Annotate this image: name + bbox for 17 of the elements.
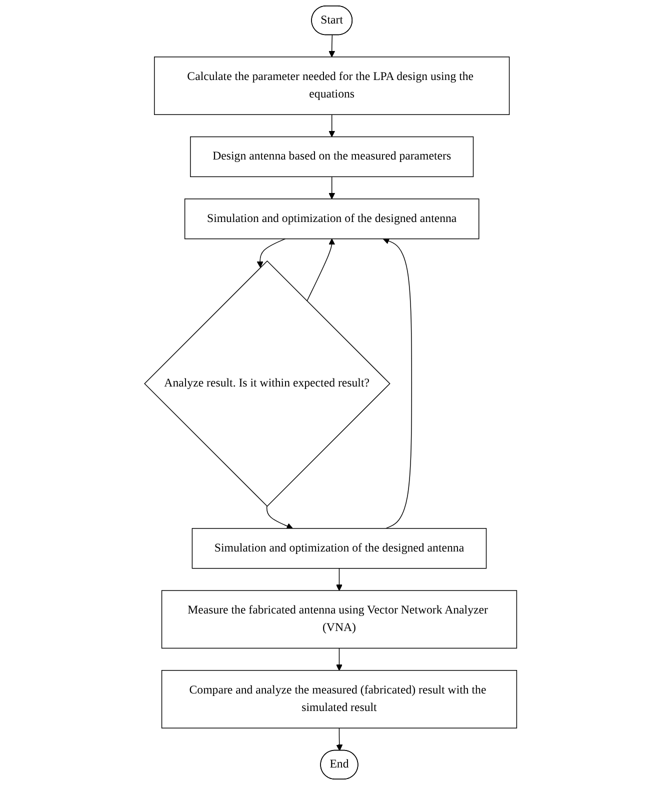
node-box: Simulation and optimization of the designed antenna xyxy=(192,528,487,569)
arrow xyxy=(336,648,343,671)
arrow xyxy=(257,238,286,268)
arrow xyxy=(266,506,294,530)
arrow xyxy=(336,568,343,591)
node-box: Design antenna based on the measured parameters xyxy=(190,136,474,178)
arrow xyxy=(336,728,344,751)
node-box: Calculate the parameter needed for the LPA design using the equations xyxy=(154,56,510,115)
node-diamond: Analyze result. Is it within expected result? xyxy=(144,260,391,507)
node-box: Compare and analyze the measured (fabricated) result with the simulated result xyxy=(162,670,518,728)
arrow xyxy=(328,34,336,58)
arrow xyxy=(306,238,336,302)
arrow xyxy=(328,176,336,200)
node-box: Simulation and optimization of the designed antenna xyxy=(184,198,480,240)
arrow xyxy=(383,238,412,529)
node-box: Measure the fabricated antenna using Vector Network Analyzer (VNA) xyxy=(162,590,518,649)
arrow xyxy=(328,114,336,138)
